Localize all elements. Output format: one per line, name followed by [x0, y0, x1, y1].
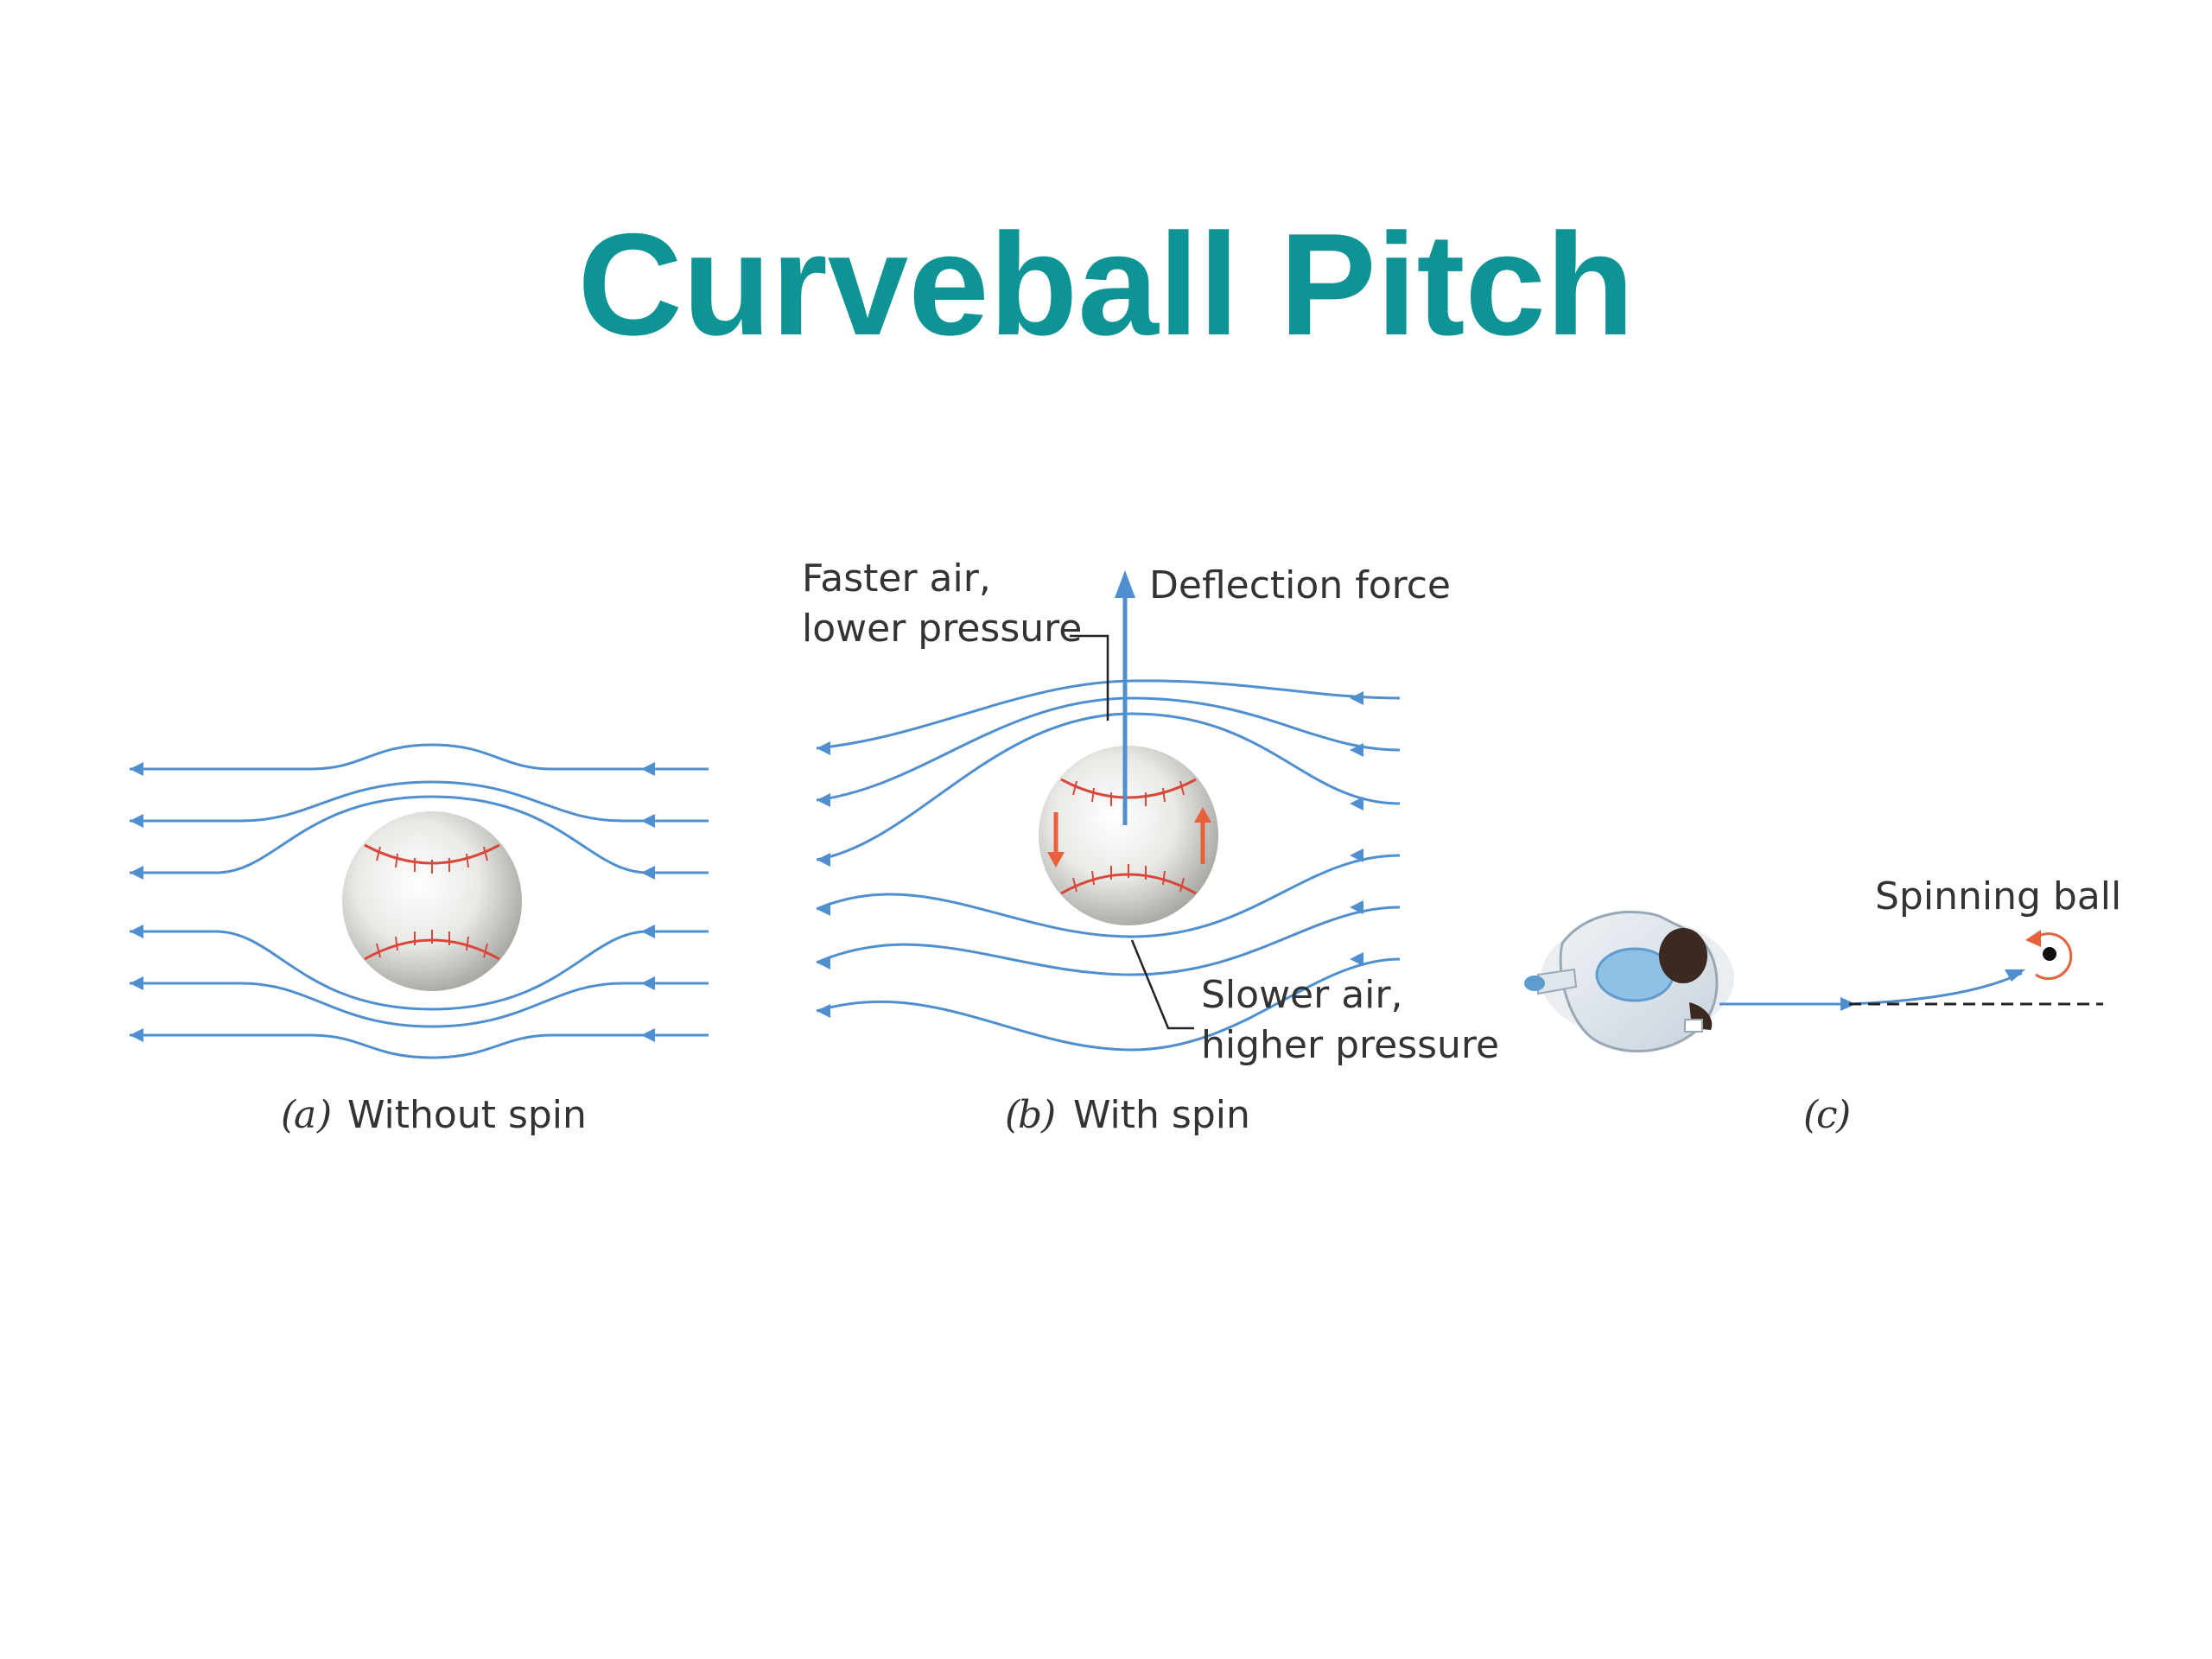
panel-a-arrowheads: [130, 762, 655, 1042]
streamline: [816, 712, 1401, 861]
arrowhead-left: [130, 1028, 143, 1042]
arrowhead-left: [1350, 849, 1363, 862]
arrowhead-left: [1350, 743, 1363, 757]
arrowhead-left: [817, 741, 830, 755]
arrowhead-left: [817, 1004, 830, 1018]
slower-air-label-line2: higher pressure: [1201, 1023, 1499, 1067]
arrowhead-left: [641, 762, 655, 776]
arrowhead-left: [130, 814, 143, 828]
panel-a-letter: a: [294, 1093, 316, 1137]
path-arrowhead: [1840, 997, 1856, 1011]
arrowhead-left: [1350, 952, 1363, 966]
slower-air-label-line1: Slower air,: [1201, 973, 1402, 1017]
arrowhead-left: [130, 762, 143, 776]
streamline: [130, 1033, 709, 1059]
panel-b-arrowheads: [817, 691, 1363, 1018]
streamline: [816, 906, 1401, 976]
arrowhead-left: [130, 925, 143, 938]
streamline: [130, 780, 709, 823]
arrowhead-left: [817, 793, 830, 807]
panel-b-open-paren: (: [1005, 1093, 1020, 1137]
streamline: [130, 930, 709, 1011]
spin-indicator-arrowhead: [2025, 930, 2041, 947]
arrowhead-left: [641, 814, 655, 828]
arrowhead-left: [641, 925, 655, 938]
panel-b: Deflection force Faster air, lower press…: [802, 556, 1499, 1137]
baseball-b: [1039, 746, 1218, 925]
arrowhead-left: [817, 853, 830, 867]
pitcher-top-view-icon: [1524, 910, 1734, 1052]
arrowhead-left: [641, 1028, 655, 1042]
arrowhead-left: [817, 902, 830, 916]
arrowhead-left: [1350, 900, 1363, 914]
arrowhead-left: [641, 866, 655, 880]
arrowhead-left: [1350, 691, 1363, 705]
spin-arrowhead-down: [1047, 852, 1065, 868]
panel-b-caption: With spin: [1073, 1093, 1250, 1137]
panel-b-streamlines: [816, 679, 1401, 1052]
streamline: [130, 743, 709, 771]
spin-indicator-icon: [2035, 932, 2073, 981]
spin-arrowhead-up: [1194, 807, 1211, 823]
faster-air-label-line1: Faster air,: [802, 556, 991, 601]
streamline: [130, 982, 709, 1028]
streamline: [816, 696, 1401, 802]
panel-b-letter: b: [1018, 1093, 1042, 1137]
arrowhead-left: [130, 976, 143, 990]
panel-c-close-paren: ): [1835, 1093, 1851, 1137]
panel-c-letter: c: [1816, 1093, 1838, 1137]
panel-a-open-paren: (: [281, 1093, 296, 1137]
slide-title: Curveball Pitch: [577, 203, 1635, 365]
panel-a-close-paren: ): [316, 1093, 332, 1137]
panel-c-open-paren: (: [1803, 1093, 1819, 1137]
baseball-a: [342, 811, 522, 991]
arrowhead-left: [130, 866, 143, 880]
faster-air-label-line2: lower pressure: [802, 607, 1082, 651]
faster-air-leader: [1070, 634, 1109, 721]
spinning-ball-dot: [2043, 947, 2056, 961]
deflection-arrowhead-up: [1115, 570, 1135, 598]
panel-a-streamlines: [130, 743, 709, 1059]
spinning-ball-label: Spinning ball: [1875, 874, 2121, 918]
panel-a: ( a ) Without spin: [130, 743, 709, 1137]
streamline: [816, 957, 1401, 1052]
arrowhead-left: [817, 956, 830, 969]
streamline: [816, 679, 1401, 750]
deflection-force-label: Deflection force: [1149, 563, 1451, 607]
arrowhead-left: [641, 976, 655, 990]
panel-c: Spinning ball ( c ): [1524, 874, 2121, 1137]
curved-path: [1848, 971, 2023, 1006]
slower-air-leader: [1130, 939, 1194, 1030]
arrowhead-left: [1350, 797, 1363, 810]
streamline: [130, 795, 709, 874]
panel-a-caption: Without spin: [347, 1093, 587, 1137]
panel-b-close-paren: ): [1040, 1093, 1056, 1137]
curve-arrowhead: [2005, 969, 2025, 982]
streamline: [816, 854, 1401, 938]
